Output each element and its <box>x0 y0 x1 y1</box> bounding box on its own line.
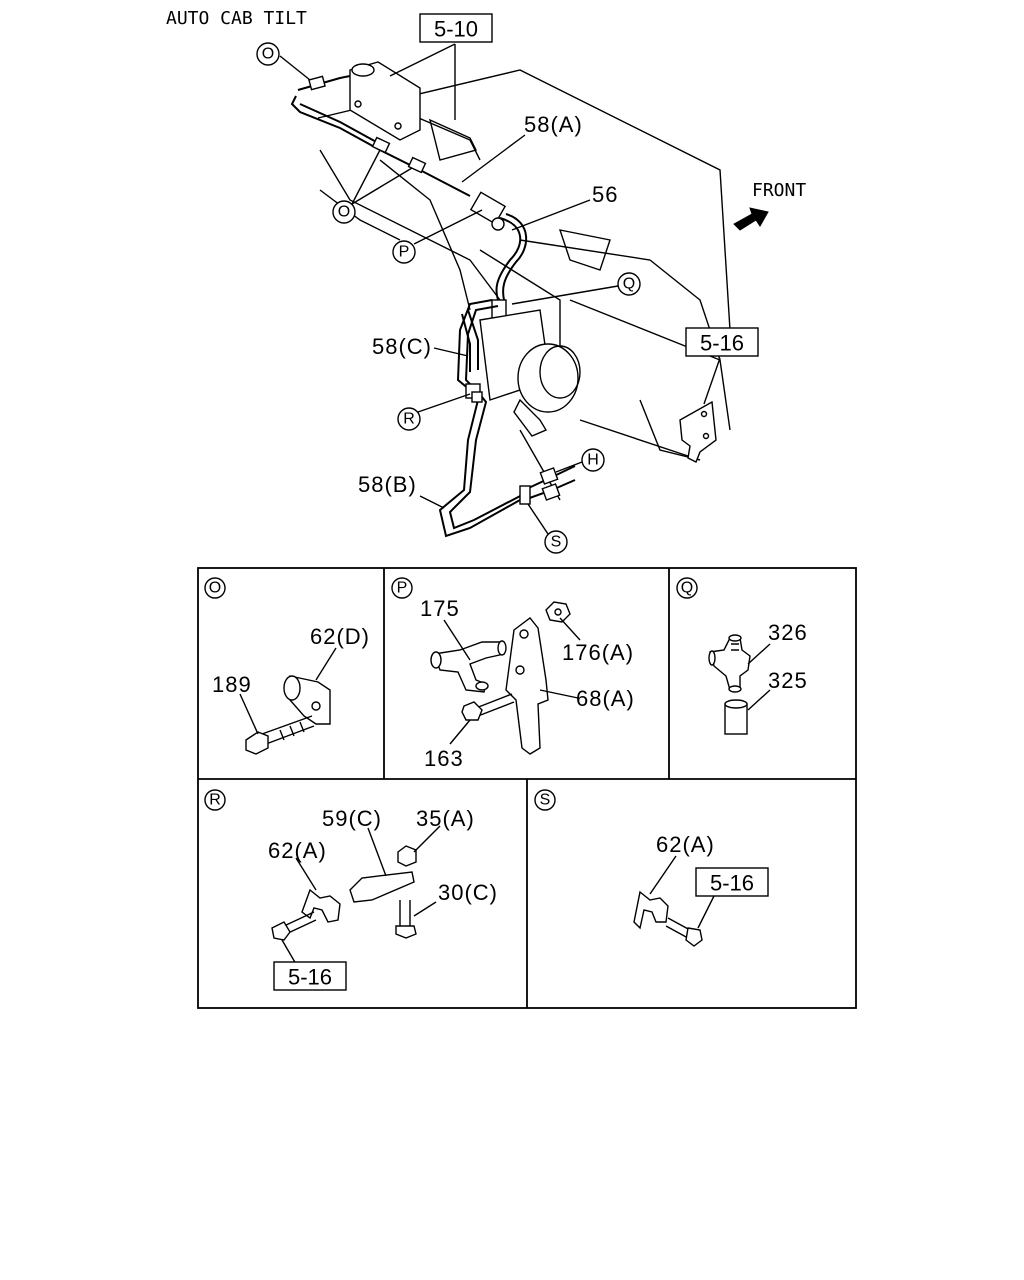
detail-r-tag[interactable]: R <box>204 789 226 811</box>
circle-p[interactable]: P <box>392 240 416 264</box>
detail-s-tag-text: S <box>540 792 551 809</box>
callout-58a: 58(A) <box>524 112 583 137</box>
circle-s[interactable]: S <box>544 530 568 554</box>
detail-o-tag-text: O <box>209 580 221 597</box>
detail-r-part-59c: 59(C) <box>322 806 382 831</box>
detail-q-panel: Q 326 325 <box>676 577 808 735</box>
detail-p-part-68a: 68(A) <box>576 686 635 711</box>
detail-o-part-62d: 62(D) <box>310 624 370 649</box>
detail-s-ref-5-16[interactable]: 5-16 <box>695 867 769 897</box>
circle-p-text: P <box>399 244 410 261</box>
callout-58c: 58(C) <box>372 334 432 359</box>
detail-q-tag-text: Q <box>681 580 693 597</box>
detail-q-tag[interactable]: Q <box>676 577 698 599</box>
ref-5-16-main-text: 5-16 <box>700 331 744 356</box>
detail-r-ref-text: 5-16 <box>288 965 332 990</box>
detail-p-panel: P 175 176(A) 68(A) 163 <box>391 577 635 771</box>
detail-grid <box>197 567 857 1009</box>
detail-s-tag[interactable]: S <box>534 789 556 811</box>
ref-5-10-text: 5-10 <box>434 17 478 42</box>
detail-p-tag-text: P <box>397 580 408 597</box>
detail-q-part-325: 325 <box>768 668 808 693</box>
circle-h-text: H <box>587 452 599 469</box>
detail-s-ref-text: 5-16 <box>710 871 754 896</box>
diagram-title: AUTO CAB TILT <box>166 8 307 29</box>
detail-r-part-62a: 62(A) <box>268 838 327 863</box>
circle-r-text: R <box>403 411 415 428</box>
callout-58b: 58(B) <box>358 472 417 497</box>
detail-s-part-62a: 62(A) <box>656 832 715 857</box>
detail-r-ref-5-16[interactable]: 5-16 <box>273 961 347 991</box>
circle-o-top-text: O <box>262 46 274 63</box>
detail-p-tag[interactable]: P <box>391 577 413 599</box>
detail-r-tag-text: R <box>209 792 221 809</box>
main-leader-lines <box>279 43 721 535</box>
detail-q-part-326: 326 <box>768 620 808 645</box>
circle-q-text: Q <box>623 276 635 293</box>
circle-o-top[interactable]: O <box>256 42 280 66</box>
circle-s-text: S <box>551 534 562 551</box>
ref-5-16-main[interactable]: 5-16 <box>685 327 759 357</box>
detail-s-panel: S 62(A) 5-16 <box>534 789 769 947</box>
detail-r-part-30c: 30(C) <box>438 880 498 905</box>
circle-o-left-text: O <box>338 204 350 221</box>
detail-r-part-35a: 35(A) <box>416 806 475 831</box>
detail-p-part-175: 175 <box>420 596 460 621</box>
detail-p-part-163: 163 <box>424 746 464 771</box>
detail-o-part-189: 189 <box>212 672 252 697</box>
detail-r-panel: R 59(C) 35(A) 62(A) 30(C) 5-16 <box>204 789 498 991</box>
detail-o-tag[interactable]: O <box>204 577 226 599</box>
main-assembly-drawing <box>290 61 769 538</box>
ref-5-10[interactable]: 5-10 <box>419 13 493 43</box>
detail-o-panel: O 62(D) 189 <box>204 577 370 755</box>
callout-56: 56 <box>592 182 618 207</box>
detail-p-part-176a: 176(A) <box>562 640 634 665</box>
front-label: FRONT <box>752 180 806 201</box>
circle-q[interactable]: Q <box>617 272 641 296</box>
circle-h[interactable]: H <box>581 448 605 472</box>
circle-r[interactable]: R <box>397 407 421 431</box>
circle-o-left[interactable]: O <box>332 200 356 224</box>
front-arrow-icon <box>733 207 769 231</box>
